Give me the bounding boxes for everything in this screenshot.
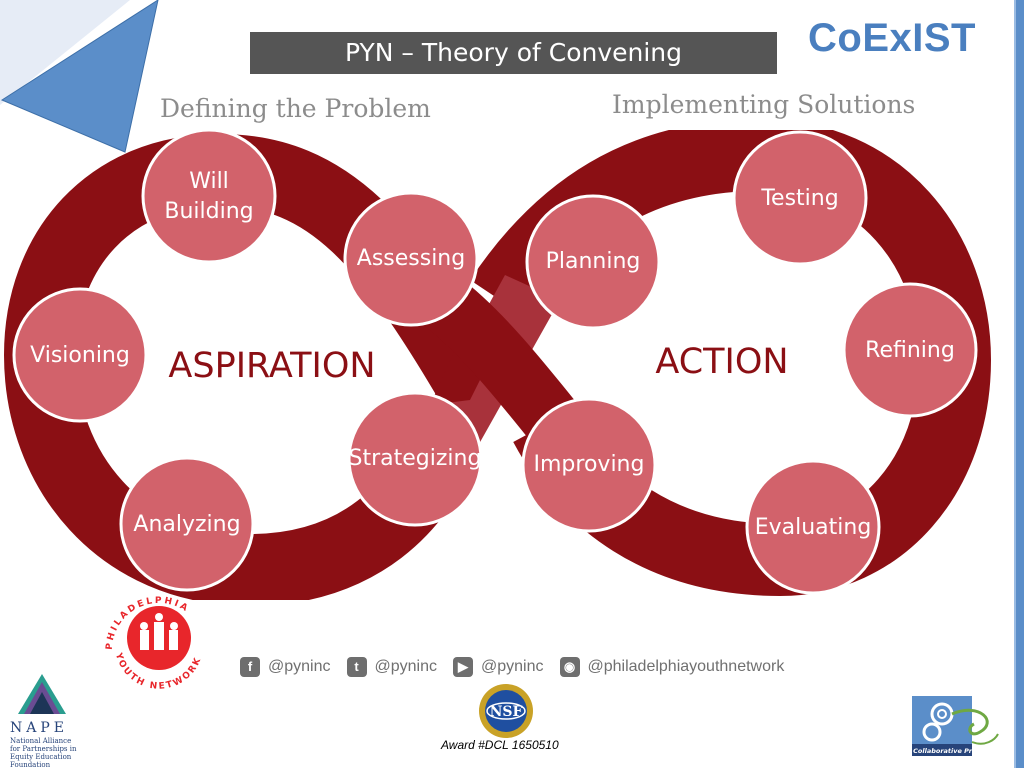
facebook-handle: @pyninc	[268, 658, 331, 675]
social-links: f @pyninc t @pyninc ▶ @pyninc ◉ @philade…	[240, 654, 800, 680]
visioning-label: Visioning	[30, 343, 130, 368]
node-testing: Testing	[732, 130, 868, 266]
twitter-link[interactable]: t @pyninc	[346, 657, 438, 677]
nsf-logo: NSF	[479, 684, 533, 738]
left-heading: Defining the Problem	[160, 94, 431, 123]
node-planning: Planning	[525, 194, 661, 330]
youtube-handle: @pyninc	[481, 658, 544, 675]
node-analyzing: Analyzing	[119, 456, 255, 592]
youtube-icon: ▶	[453, 657, 473, 677]
node-improving: Improving	[521, 397, 657, 533]
will-building-label-line2: Building	[164, 199, 253, 224]
corner-decoration	[0, 0, 159, 153]
action-label: ACTION	[655, 342, 788, 382]
assessing-label: Assessing	[357, 246, 465, 271]
twitter-icon: t	[346, 657, 367, 677]
philadelphia-youth-network-logo: PHILADELPHIA YOUTH NETWORK	[105, 596, 202, 692]
facebook-link[interactable]: f @pyninc	[240, 657, 331, 677]
node-refining: Refining	[842, 282, 978, 418]
right-heading: Implementing Solutions	[612, 90, 916, 119]
nape-logo-mark	[18, 674, 66, 714]
instagram-icon: ◉	[559, 657, 580, 677]
node-strategizing: Strategizing	[347, 391, 483, 527]
instagram-link[interactable]: ◉ @philadelphiayouthnetwork	[559, 657, 785, 677]
facebook-icon: f	[240, 657, 260, 677]
will-building-label-line1: Will	[189, 169, 229, 194]
strategizing-label: Strategizing	[349, 446, 482, 471]
nape-subtitle: National Alliance for Partnerships in Eq…	[10, 737, 77, 769]
planning-label: Planning	[546, 249, 641, 274]
brand-logo-text: CoExIST	[808, 16, 976, 60]
evaluating-label: Evaluating	[755, 515, 872, 540]
loop-labels: ASPIRATION ACTION	[168, 342, 788, 386]
node-will-building: Will Building	[141, 130, 277, 264]
nsf-text: NSF	[490, 704, 523, 720]
analyzing-label: Analyzing	[133, 512, 240, 537]
right-accent-bar	[1014, 0, 1024, 768]
award-number: Award #DCL 1650510	[441, 738, 559, 752]
youtube-link[interactable]: ▶ @pyninc	[453, 657, 544, 677]
node-assessing: Assessing	[343, 191, 479, 327]
girls-logo-text: Girls Collaborative Project	[910, 747, 991, 755]
infinity-diagram: ASPIRATION ACTION Will Building Assessin…	[3, 130, 992, 600]
page-title: PYN – Theory of Convening	[250, 32, 777, 74]
node-evaluating: Evaluating	[745, 459, 881, 595]
node-visioning: Visioning	[12, 287, 148, 423]
instagram-handle: @philadelphiayouthnetwork	[587, 658, 785, 675]
nape-letters: NAPE	[10, 720, 68, 736]
refining-label: Refining	[865, 338, 955, 363]
twitter-handle: @pyninc	[374, 658, 438, 675]
testing-label: Testing	[760, 186, 838, 211]
improving-label: Improving	[534, 452, 645, 477]
girls-collaborative-project-logo: Girls Collaborative Project	[910, 696, 999, 756]
aspiration-label: ASPIRATION	[168, 346, 375, 386]
